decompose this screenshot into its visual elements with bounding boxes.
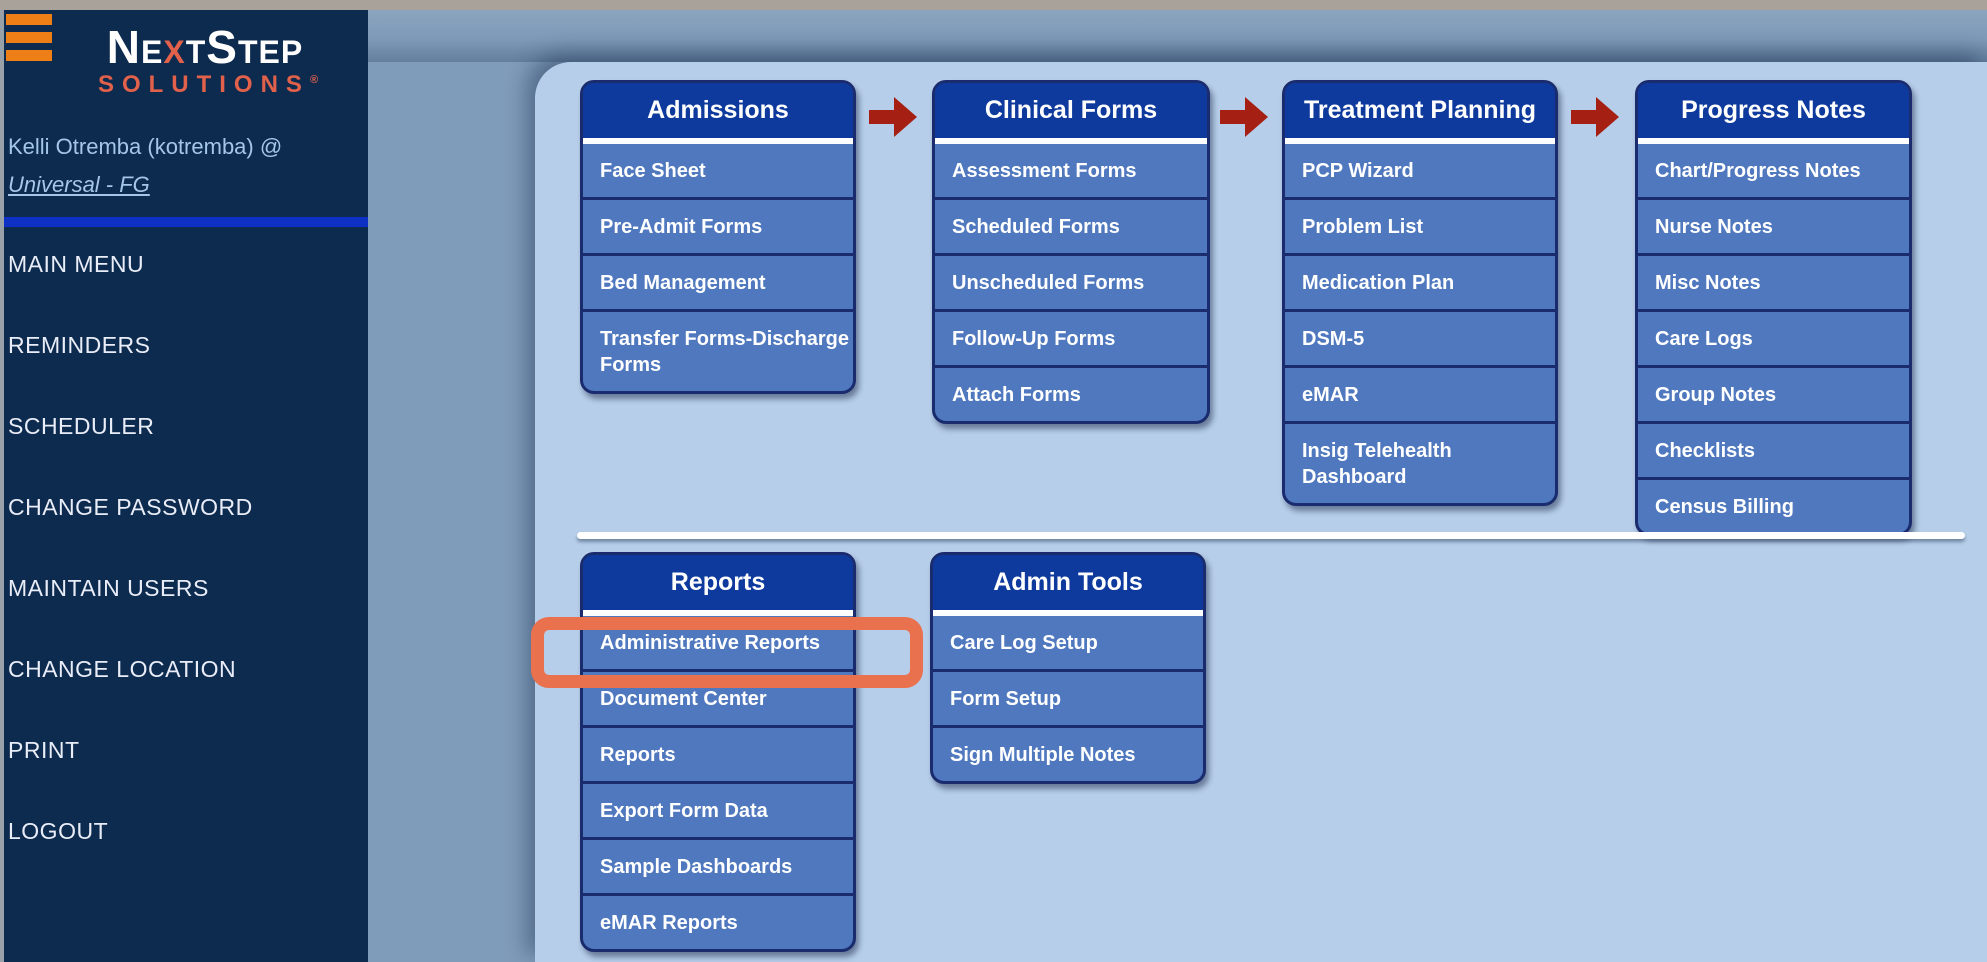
sidebar-item-reminders[interactable]: REMINDERS [8, 332, 151, 358]
logo-text-pre: Ne [106, 21, 164, 73]
menu-item-export-form-data[interactable]: Export Form Data [583, 781, 853, 837]
menu-item-attach-forms[interactable]: Attach Forms [935, 365, 1207, 421]
hamburger-menu-icon[interactable] [6, 14, 56, 68]
menu-item-problem-list[interactable]: Problem List [1285, 197, 1555, 253]
logo-wordmark: NextStep [66, 24, 344, 70]
menu-item-dsm-5[interactable]: DSM-5 [1285, 309, 1555, 365]
logo-subtitle-text: SOLUTIONS [97, 71, 310, 98]
hamburger-bar [6, 50, 52, 61]
menu-item-checklists[interactable]: Checklists [1638, 421, 1909, 477]
menu-item-form-setup[interactable]: Form Setup [933, 669, 1203, 725]
user-name: Kelli Otremba (kotremba) @ [8, 134, 283, 159]
menu-item-scheduled-forms[interactable]: Scheduled Forms [935, 197, 1207, 253]
card-clinical-forms: Clinical Forms Assessment Forms Schedule… [932, 80, 1210, 424]
logo-text-post: tStep [185, 21, 304, 73]
card-progress-notes: Progress Notes Chart/Progress Notes Nurs… [1635, 80, 1912, 536]
menu-item-emar-reports[interactable]: eMAR Reports [583, 893, 853, 949]
hamburger-bar [6, 32, 52, 43]
menu-item-chart-progress-notes[interactable]: Chart/Progress Notes [1655, 160, 1861, 182]
menu-item-care-log-setup[interactable]: Care Log Setup [950, 632, 1098, 654]
menu-item-group-notes[interactable]: Group Notes [1638, 365, 1909, 421]
menu-item-emar[interactable]: eMAR [1285, 365, 1555, 421]
sidebar-divider-bar [4, 217, 368, 227]
card-reports: Reports Administrative Reports Document … [580, 552, 856, 952]
menu-item-reports[interactable]: Reports [583, 725, 853, 781]
sidebar-item-change-location[interactable]: CHANGE LOCATION [8, 656, 237, 682]
card-treatment-planning: Treatment Planning PCP Wizard Problem Li… [1282, 80, 1558, 506]
flow-arrow-icon [1220, 97, 1268, 137]
menu-item-misc-notes[interactable]: Misc Notes [1638, 253, 1909, 309]
card-header-admin-tools: Admin Tools [933, 555, 1203, 616]
sidebar-item-change-password[interactable]: CHANGE PASSWORD [8, 494, 253, 520]
menu-item-census-billing[interactable]: Census Billing [1638, 477, 1909, 533]
menu-item-administrative-reports[interactable]: Administrative Reports [600, 632, 821, 654]
menu-item-document-center[interactable]: Document Center [583, 669, 853, 725]
card-admissions: Admissions Face Sheet Pre-Admit Forms Be… [580, 80, 856, 394]
menu-item-care-logs[interactable]: Care Logs [1638, 309, 1909, 365]
sidebar-item-scheduler[interactable]: SCHEDULER [8, 413, 155, 439]
sidebar-item-logout[interactable]: LOGOUT [8, 818, 109, 844]
sidebar-item-print[interactable]: PRINT [8, 737, 80, 763]
sidebar-menu: MAIN MENU REMINDERS SCHEDULER CHANGE PAS… [8, 251, 364, 899]
menu-item-sample-dashboards[interactable]: Sample Dashboards [583, 837, 853, 893]
background-haze [368, 10, 1987, 62]
menu-item-bed-management[interactable]: Bed Management [583, 253, 853, 309]
registered-trademark-icon: ® [309, 74, 319, 86]
menu-item-follow-up-forms[interactable]: Follow-Up Forms [935, 309, 1207, 365]
card-header-treatment-planning: Treatment Planning [1285, 83, 1555, 144]
menu-item-insig-telehealth-dashboard[interactable]: Insig Telehealth Dashboard [1285, 421, 1555, 503]
card-header-reports: Reports [583, 555, 853, 616]
menu-item-unscheduled-forms[interactable]: Unscheduled Forms [935, 253, 1207, 309]
card-header-progress-notes: Progress Notes [1638, 83, 1909, 144]
user-info: Kelli Otremba (kotremba) @ Universal - F… [8, 128, 364, 204]
menu-item-medication-plan[interactable]: Medication Plan [1285, 253, 1555, 309]
menu-item-pcp-wizard[interactable]: PCP Wizard [1302, 160, 1414, 182]
menu-item-pre-admit-forms[interactable]: Pre-Admit Forms [583, 197, 853, 253]
nextstep-logo: NextStep SOLUTIONS® [66, 24, 344, 99]
flow-arrow-icon [1571, 97, 1619, 137]
logo-text-accent: x [163, 21, 186, 73]
card-header-clinical-forms: Clinical Forms [935, 83, 1207, 144]
menu-item-nurse-notes[interactable]: Nurse Notes [1638, 197, 1909, 253]
card-admin-tools: Admin Tools Care Log Setup Form Setup Si… [930, 552, 1206, 784]
menu-item-face-sheet[interactable]: Face Sheet [600, 160, 706, 182]
sidebar-item-main-menu[interactable]: MAIN MENU [8, 251, 145, 277]
flow-arrow-icon [869, 97, 917, 137]
sidebar-item-maintain-users[interactable]: MAINTAIN USERS [8, 575, 209, 601]
top-edge-strip [0, 0, 1987, 10]
logo-subtitle: SOLUTIONS® [66, 71, 344, 99]
sidebar: NextStep SOLUTIONS® Kelli Otremba (kotre… [0, 10, 368, 962]
hamburger-bar [6, 14, 52, 25]
menu-item-assessment-forms[interactable]: Assessment Forms [952, 160, 1137, 182]
main-menu-panel: Admissions Face Sheet Pre-Admit Forms Be… [535, 62, 1987, 962]
card-header-admissions: Admissions [583, 83, 853, 144]
menu-item-transfer-forms-discharge-forms[interactable]: Transfer Forms-Discharge Forms [583, 309, 853, 391]
section-divider [577, 532, 1965, 539]
user-location-link[interactable]: Universal - FG [8, 172, 150, 197]
menu-item-sign-multiple-notes[interactable]: Sign Multiple Notes [933, 725, 1203, 781]
